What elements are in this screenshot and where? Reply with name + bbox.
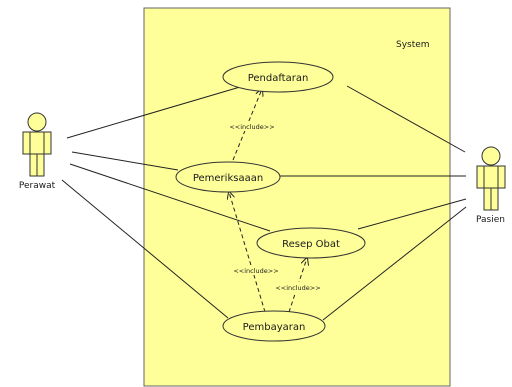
include-label-2: <<include>> (233, 267, 278, 275)
use-case-label: Pendaftaran (248, 73, 309, 84)
association-pasien-pembayaran (322, 206, 467, 321)
include-label-3: <<include>> (275, 284, 320, 292)
association-perawat-pendaftaran (66, 86, 241, 139)
actor-perawat: Perawat (19, 112, 56, 191)
use-case-label: Pemeriksaaan (193, 173, 263, 184)
use-case-label: Pembayaran (243, 322, 306, 333)
actor-pasien: Pasien (476, 146, 506, 225)
association-perawat-pembayaran (61, 179, 229, 319)
use-case-pemeriksaan: Pemeriksaaan (175, 161, 281, 193)
association-pasien-resep (357, 198, 467, 230)
include-label-1: <<include>> (229, 123, 274, 131)
use-case-pembayaran: Pembayaran (222, 310, 326, 342)
actor-label: Pasien (476, 215, 505, 225)
association-pasien-pendaftaran (346, 85, 466, 153)
association-perawat-resep (69, 163, 271, 232)
use-case-pendaftaran: Pendaftaran (222, 61, 334, 93)
system-label: System (396, 40, 430, 50)
use-case-resep-obat: Resep Obat (256, 227, 366, 259)
actor-label: Perawat (19, 181, 56, 191)
use-case-label: Resep Obat (282, 239, 340, 250)
association-perawat-pemeriksaan (71, 151, 179, 171)
